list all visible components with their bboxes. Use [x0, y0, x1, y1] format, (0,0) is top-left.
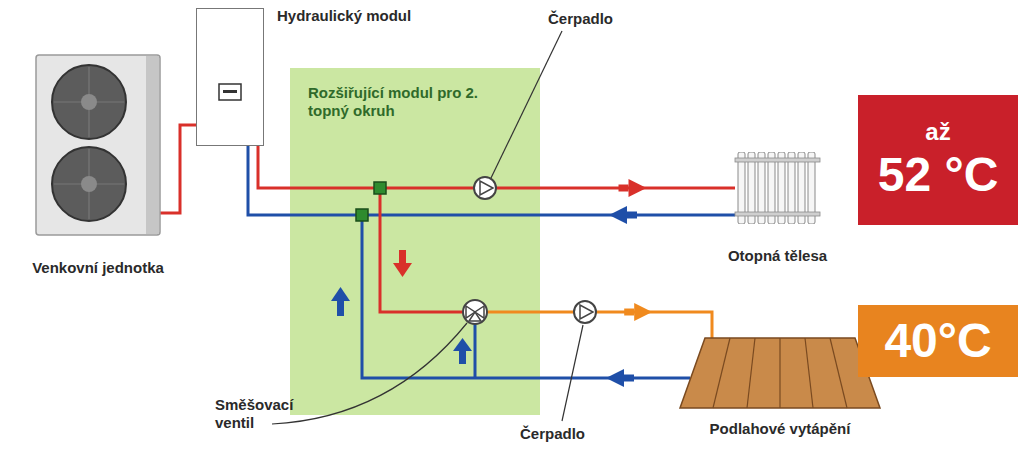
extension-module-area: Rozšiřující modul pro 2. topný okruh — [290, 68, 540, 415]
floor-heating-box: Podlahové vytápění — [690, 338, 870, 408]
module-heading: Rozšiřující modul pro 2. topný okruh — [308, 84, 493, 120]
internal-pipes — [290, 188, 540, 378]
pipe-connector — [258, 146, 290, 188]
pipe-connector — [160, 125, 196, 213]
pipe-connector — [540, 303, 712, 338]
radiator-label: Otopná tělesa — [700, 247, 855, 265]
valve-label: Směšovací ventil — [215, 396, 310, 432]
arrow-shaft — [627, 212, 637, 219]
arrow-head — [606, 369, 624, 387]
pipe — [248, 146, 290, 215]
radiator — [735, 152, 820, 224]
pump-symbol — [474, 177, 496, 199]
outdoor-unit-box: Venkovní jednotka — [36, 55, 160, 235]
leader-line — [272, 31, 583, 424]
pump-symbol — [574, 301, 596, 323]
outdoor-unit — [36, 55, 160, 235]
pipe — [160, 125, 196, 213]
mixing-valve — [463, 300, 487, 324]
module-area — [290, 68, 540, 415]
junction — [356, 209, 368, 221]
pump-label: Čerpadlo — [520, 425, 585, 443]
junction — [374, 182, 386, 194]
unit-label: Venkovní jednotka — [10, 259, 186, 277]
arrow-head — [634, 303, 652, 321]
temperature-prefix: až — [925, 117, 950, 147]
radiator-box: Otopná tělesa — [735, 150, 820, 226]
floor-label: Podlahové vytápění — [670, 420, 890, 438]
temperature-box: až52 °C — [858, 95, 1018, 225]
arrow-shaft — [624, 375, 634, 382]
pipe — [540, 214, 735, 217]
module-heading: Hydraulický modul — [277, 7, 411, 25]
flow-arrow — [331, 250, 472, 364]
pipe-connector — [248, 146, 290, 215]
pipe-connector — [540, 369, 690, 387]
arrow-head — [629, 179, 647, 197]
pipe — [540, 312, 712, 338]
pipe — [258, 146, 290, 188]
floor-heating — [680, 338, 880, 408]
arrow-shaft — [624, 309, 634, 316]
pipe-connector — [540, 206, 735, 224]
pump-label: Čerpadlo — [548, 10, 613, 28]
arrow-shaft — [619, 185, 629, 192]
hydraulic-module-box: Hydraulický modul — [196, 8, 264, 146]
temperature-box: 40°C — [858, 305, 1018, 377]
hydraulic-module — [196, 8, 264, 146]
arrow-head — [609, 206, 627, 224]
temperature-value: 40°C — [884, 313, 991, 369]
pipe-connector — [540, 179, 735, 197]
temperature-value: 52 °C — [878, 147, 999, 203]
